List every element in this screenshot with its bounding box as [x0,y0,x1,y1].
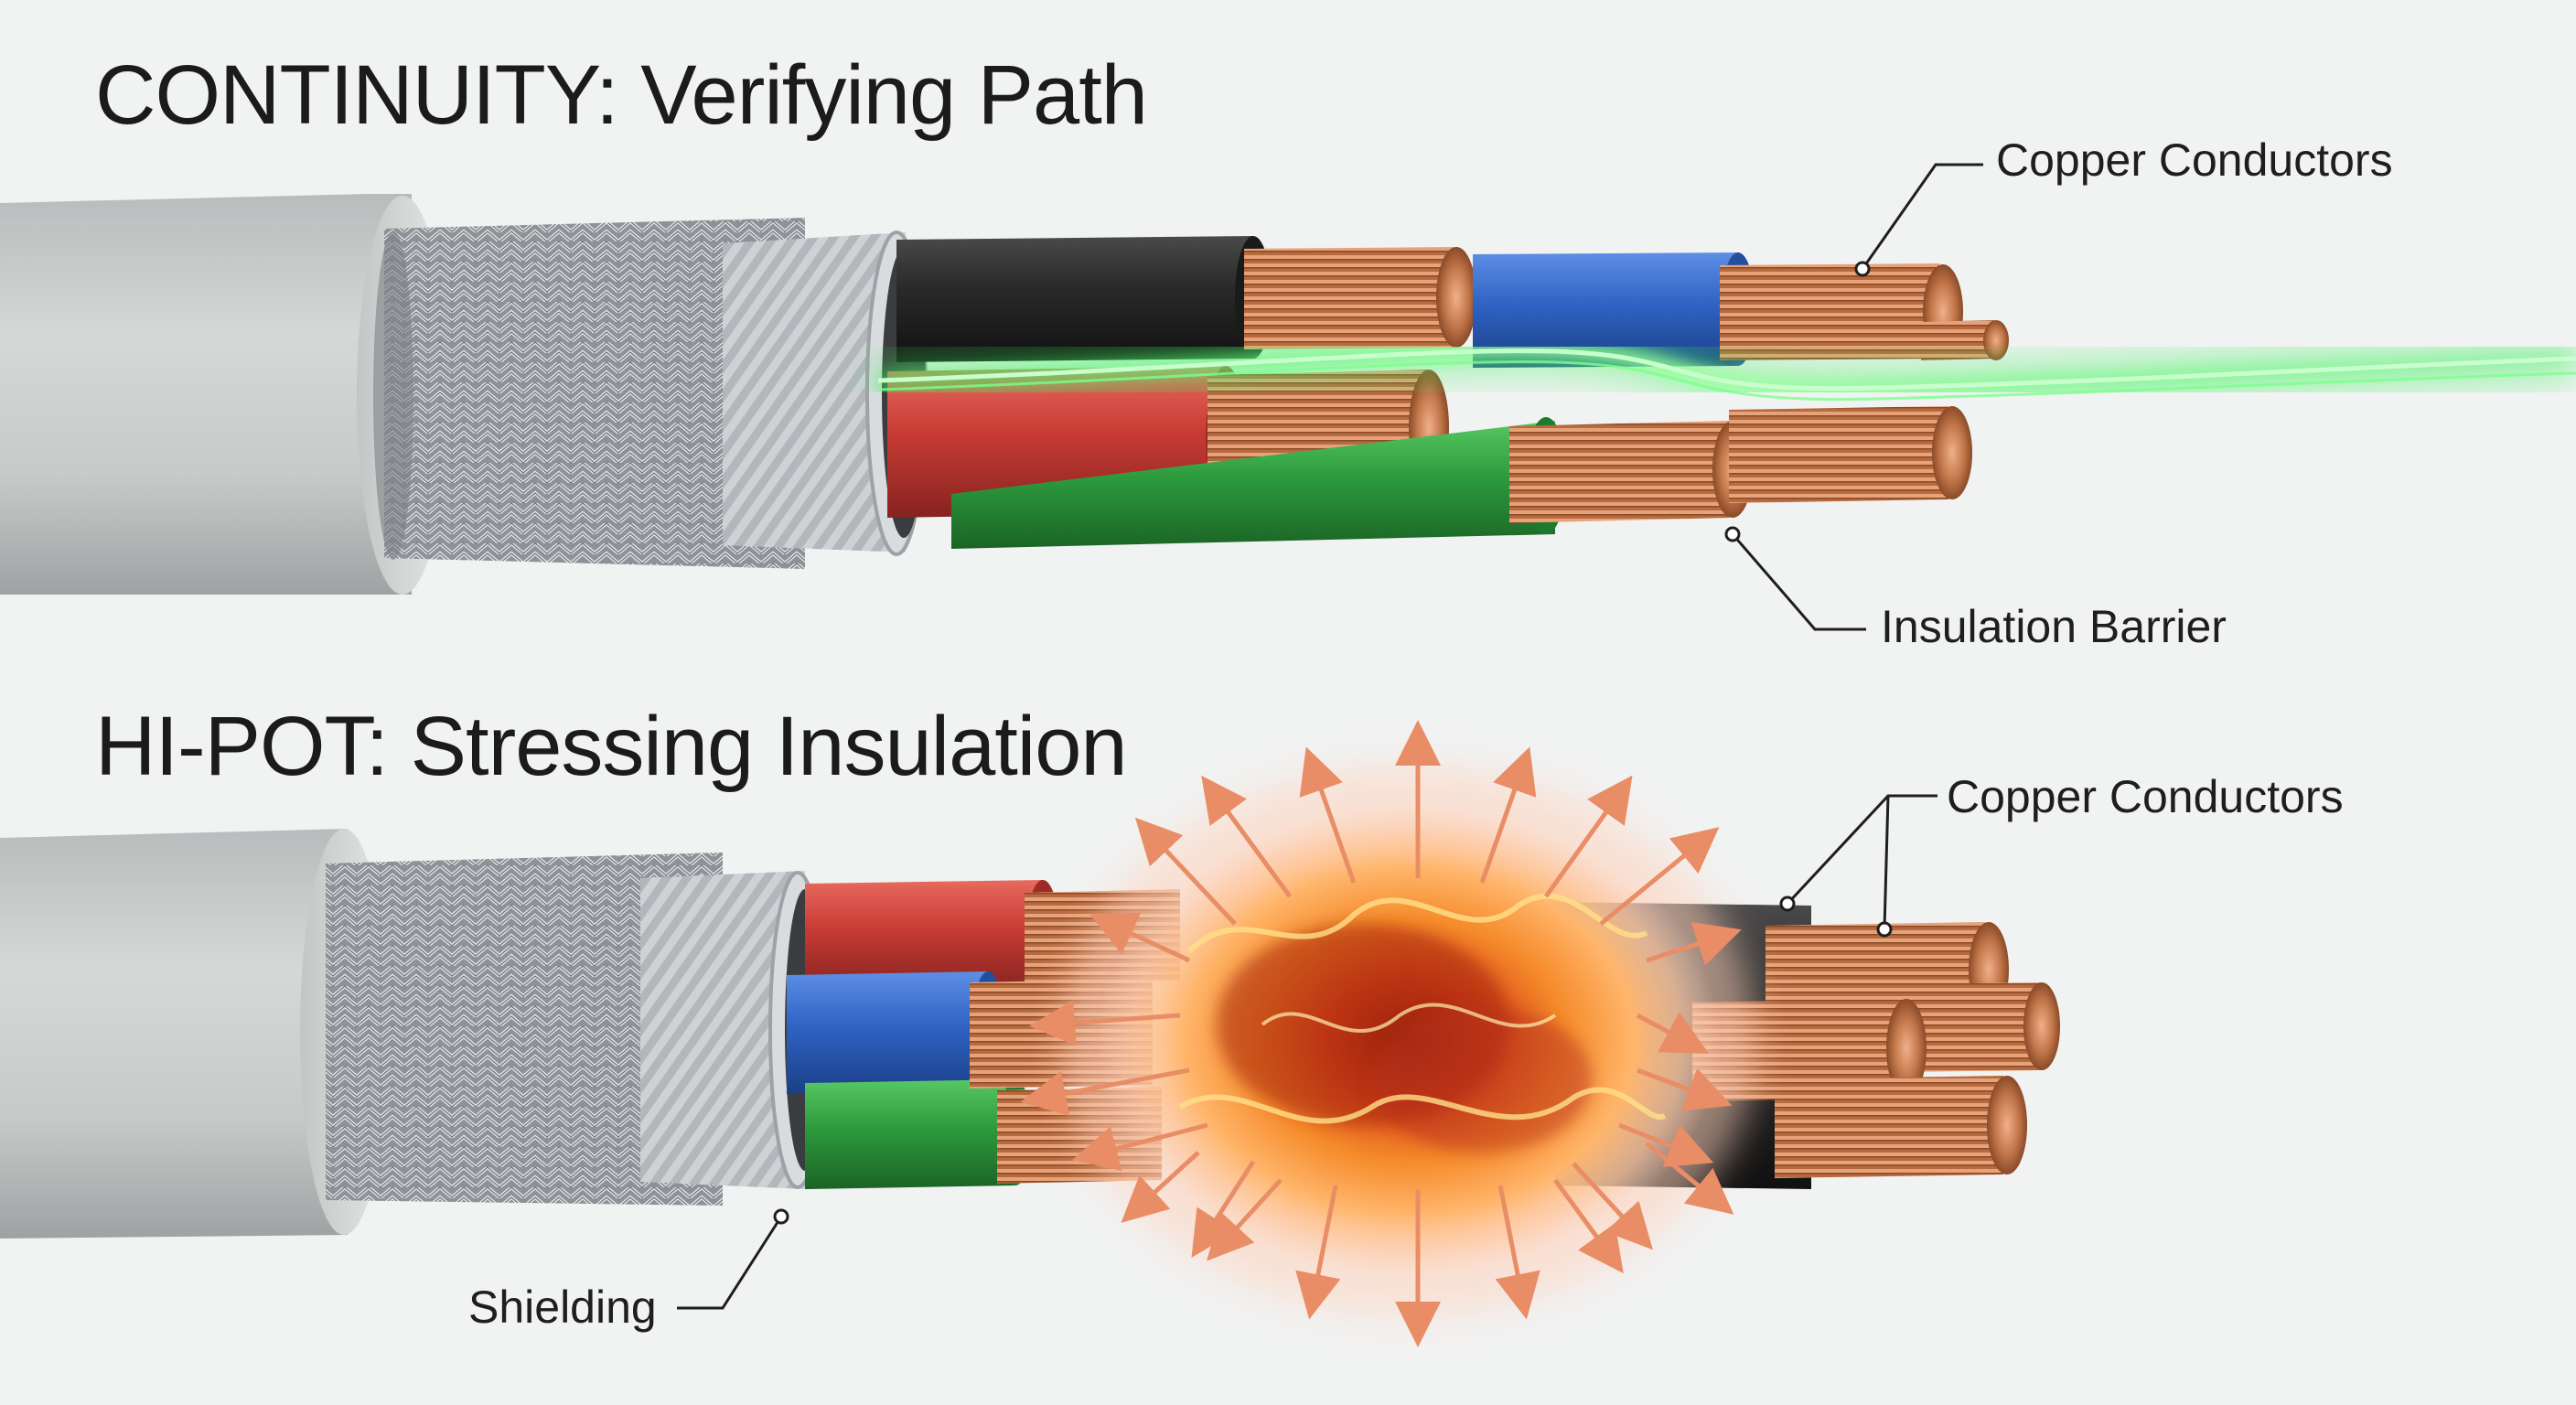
leader-copper-top [1854,163,1983,277]
hipot-cable [0,720,2060,1347]
callout-copper-conductors-top: Copper Conductors [1996,134,2393,186]
wire-black [896,236,1476,362]
braided-shield [326,853,723,1206]
callout-shielding: Shielding [468,1282,657,1333]
continuity-signal [876,323,2576,416]
callout-insulation-barrier: Insulation Barrier [1881,601,2227,652]
leader-copper-bottom [1779,794,1937,938]
braided-shield [384,218,805,569]
outer-jacket [0,829,348,1239]
wire-blue [1473,252,2009,368]
breakdown-fireball [1061,767,1756,1315]
hipot-title: HI-POT: Stressing Insulation [95,700,1128,793]
outer-jacket [0,194,412,595]
continuity-title: CONTINUITY: Verifying Path [95,48,1148,142]
foil-layer [723,232,906,552]
continuity-cable [0,163,2576,631]
wire-green [951,406,1972,549]
stress-arrows [1020,720,1742,1347]
leader-insulation [1724,526,1866,631]
foil-layer [640,871,805,1189]
leader-shielding [677,1208,789,1310]
callout-copper-conductors-bottom: Copper Conductors [1947,771,2344,822]
